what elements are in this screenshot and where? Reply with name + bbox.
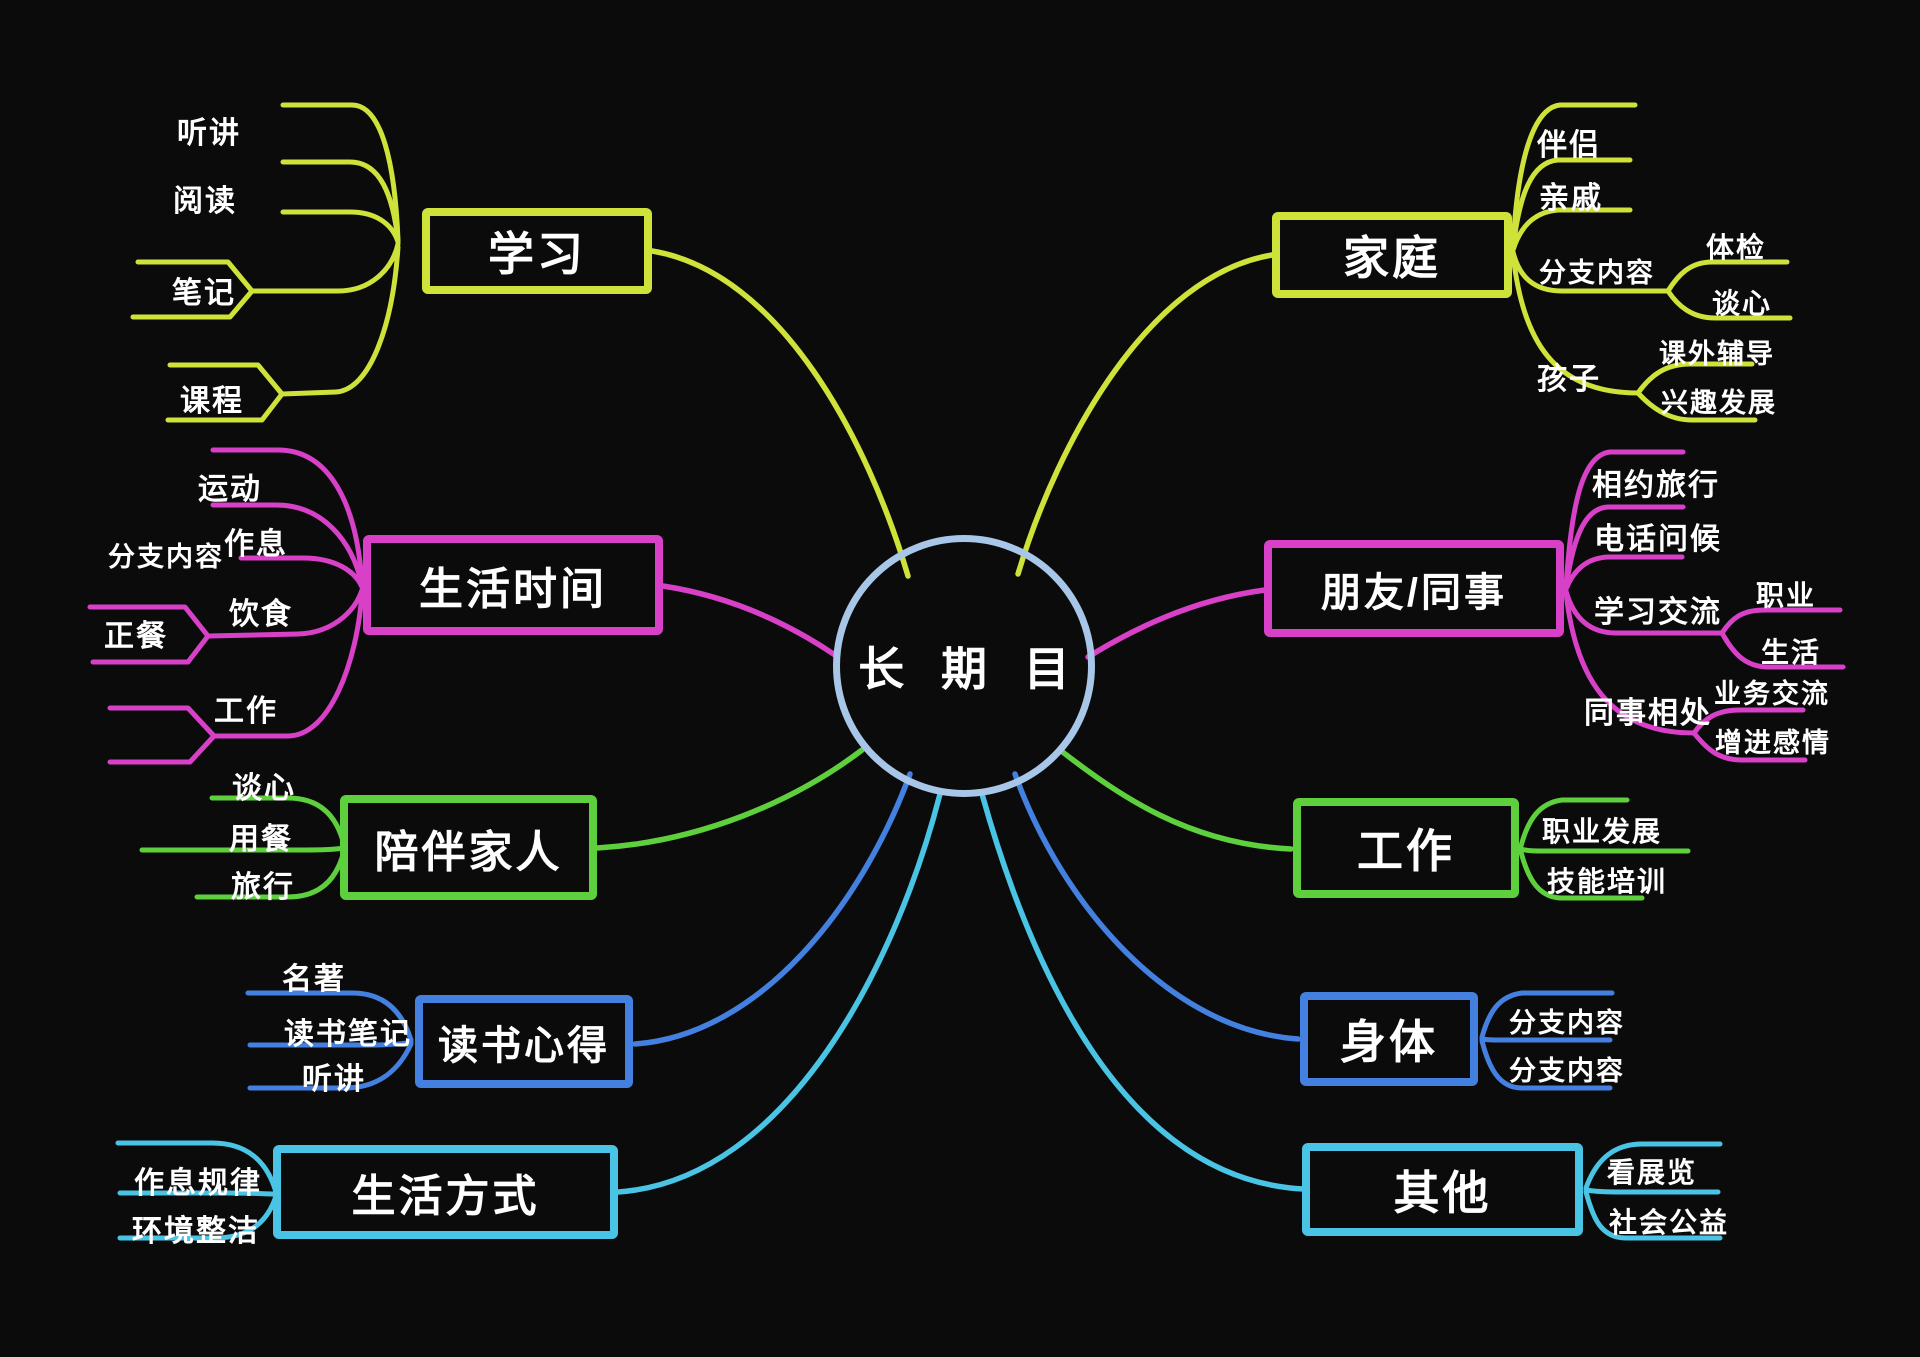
leaf-life[interactable]: 生活 <box>1761 637 1822 668</box>
leaf-body-placeholder-1[interactable]: 分支内容 <box>1509 1008 1625 1038</box>
leaf-listening[interactable]: 听讲 <box>177 117 241 150</box>
leaf-lifetime-work[interactable]: 工作 <box>214 695 278 728</box>
branch-friends-colleagues[interactable]: 朋友/同事 <box>1264 540 1564 637</box>
branch-lifetime-label: 生活时间 <box>419 565 607 614</box>
branch-work[interactable]: 工作 <box>1293 798 1519 898</box>
leaf-relatives[interactable]: 亲戚 <box>1539 182 1603 215</box>
leaf-partner[interactable]: 伴侣 <box>1537 129 1601 162</box>
leaf-book-notes[interactable]: 读书笔记 <box>284 1018 412 1051</box>
leaf-travel[interactable]: 旅行 <box>231 871 295 904</box>
leaf-listening-2[interactable]: 听讲 <box>302 1063 366 1096</box>
leaf-career-growth[interactable]: 职业发展 <box>1542 816 1663 847</box>
study-branch-lines <box>130 102 1793 579</box>
leaf-bonding[interactable]: 增进感情 <box>1715 728 1831 758</box>
leaf-kids[interactable]: 孩子 <box>1537 363 1601 396</box>
leaf-exercise[interactable]: 运动 <box>198 473 262 506</box>
branch-family[interactable]: 家庭 <box>1272 212 1512 298</box>
central-topic[interactable]: 长 期 目 <box>833 535 1095 797</box>
leaf-interests[interactable]: 兴趣发展 <box>1661 388 1777 418</box>
leaf-business-exchange[interactable]: 业务交流 <box>1714 679 1830 709</box>
leaf-body-placeholder-2[interactable]: 分支内容 <box>1509 1056 1625 1086</box>
leaf-courses[interactable]: 课程 <box>180 385 244 418</box>
branch-study[interactable]: 学习 <box>422 208 652 294</box>
leaf-colleague-relations[interactable]: 同事相处 <box>1584 697 1712 730</box>
branch-body[interactable]: 身体 <box>1300 992 1478 1086</box>
branch-lifestyle[interactable]: 生活方式 <box>273 1145 618 1239</box>
reading-body-branch-lines <box>245 771 1615 1091</box>
leaf-family-placeholder[interactable]: 分支内容 <box>1539 258 1655 288</box>
lifetime-friends-branch-lines <box>87 447 1846 765</box>
leaf-checkup[interactable]: 体检 <box>1706 232 1767 263</box>
leaf-routine[interactable]: 作息规律 <box>134 1167 262 1200</box>
leaf-meals[interactable]: 正餐 <box>104 620 168 653</box>
leaf-reading[interactable]: 阅读 <box>173 185 237 218</box>
leaf-trip-together[interactable]: 相约旅行 <box>1592 469 1720 502</box>
branch-accompany-family[interactable]: 陪伴家人 <box>340 795 597 900</box>
leaf-skills-training[interactable]: 技能培训 <box>1547 866 1668 897</box>
leaf-dining[interactable]: 用餐 <box>229 823 293 856</box>
leaf-study-exchange[interactable]: 学习交流 <box>1594 596 1722 629</box>
branch-study-label: 学习 <box>488 228 586 280</box>
leaf-lifetime-placeholder[interactable]: 分支内容 <box>108 542 224 572</box>
leaf-tidiness[interactable]: 环境整洁 <box>132 1215 260 1248</box>
branch-others[interactable]: 其他 <box>1302 1143 1583 1236</box>
leaf-schedule[interactable]: 作息 <box>224 528 288 561</box>
lifestyle-others-branch-lines <box>115 791 1723 1241</box>
leaf-diet[interactable]: 饮食 <box>229 598 293 631</box>
central-topic-label: 长 期 目 <box>858 643 1082 695</box>
branch-friends-colleagues-label: 朋友/同事 <box>1320 570 1508 615</box>
leaf-phone-greetings[interactable]: 电话问候 <box>1594 523 1722 556</box>
branch-accompany-family-label: 陪伴家人 <box>374 827 563 877</box>
leaf-notes[interactable]: 笔记 <box>172 277 236 310</box>
leaf-family-chat[interactable]: 谈心 <box>1712 288 1773 319</box>
branch-lifetime[interactable]: 生活时间 <box>363 535 663 635</box>
leaf-career[interactable]: 职业 <box>1756 580 1817 611</box>
leaf-charity[interactable]: 社会公益 <box>1609 1207 1730 1238</box>
leaf-heart-talk[interactable]: 谈心 <box>232 772 296 805</box>
branch-body-label: 身体 <box>1340 1016 1438 1068</box>
branch-work-label: 工作 <box>1357 825 1455 877</box>
branch-others-label: 其他 <box>1393 1166 1492 1219</box>
branch-lifestyle-label: 生活方式 <box>351 1172 540 1221</box>
branch-reading-notes-label: 读书心得 <box>438 1023 610 1068</box>
branch-family-label: 家庭 <box>1343 232 1441 284</box>
leaf-exhibitions[interactable]: 看展览 <box>1607 1157 1698 1188</box>
branch-reading-notes[interactable]: 读书心得 <box>415 995 633 1088</box>
leaf-classics[interactable]: 名著 <box>282 963 346 996</box>
leaf-tutoring[interactable]: 课外辅导 <box>1659 339 1775 369</box>
